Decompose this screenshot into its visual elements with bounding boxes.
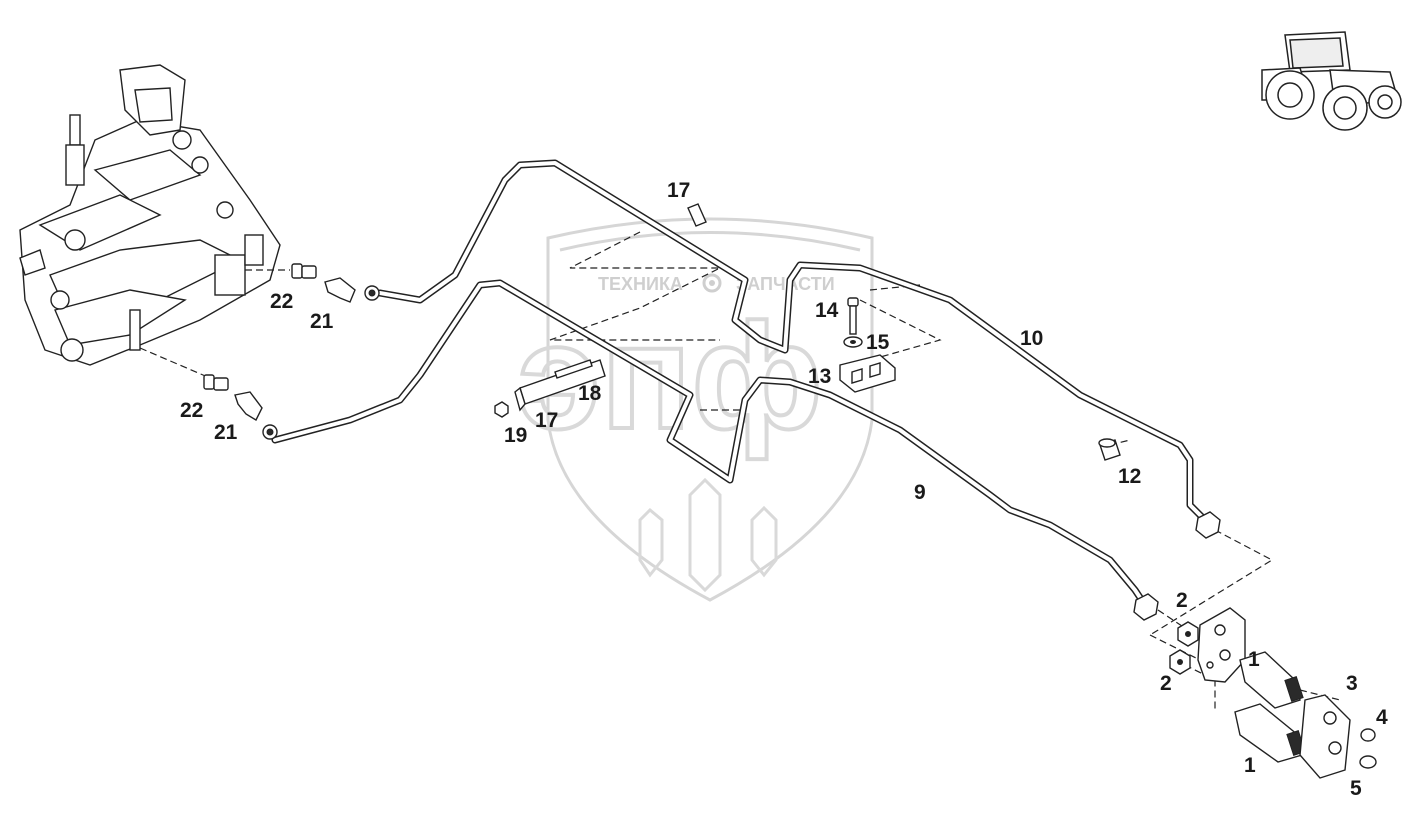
mounting-plate xyxy=(1197,607,1246,683)
clip-17-upper xyxy=(687,203,707,227)
watermark-logo: ТЕХНИКА ЗАПЧАСТИ эпф xyxy=(516,217,874,602)
nut-2-upper xyxy=(1177,621,1199,647)
dust-cap-5 xyxy=(1359,755,1377,769)
nut-2-lower xyxy=(1169,649,1191,675)
watermark-brand-left: ТЕХНИКА xyxy=(598,274,683,294)
elbow-21-upper xyxy=(324,277,380,303)
washer-15 xyxy=(843,336,863,348)
callout-3: 3 xyxy=(1346,672,1358,695)
adapter-22-upper xyxy=(291,263,317,279)
callout-22-upper: 22 xyxy=(270,290,293,313)
callout-17-lower: 17 xyxy=(535,409,558,432)
tractor-icon xyxy=(1261,31,1402,131)
control-valve-assembly xyxy=(19,64,281,366)
callout-14: 14 xyxy=(815,299,839,322)
callouts: 1 1 2 2 3 4 5 9 10 12 13 14 15 17 17 18 … xyxy=(180,179,1388,800)
callout-15: 15 xyxy=(866,331,890,354)
callout-19: 19 xyxy=(504,424,527,447)
callout-5: 5 xyxy=(1350,777,1362,800)
sleeve-12 xyxy=(1098,438,1121,461)
coupler-bracket-3 xyxy=(1299,694,1351,779)
bolt-14 xyxy=(847,297,859,335)
pipe-nut-9 xyxy=(1133,593,1159,621)
callout-2-upper: 2 xyxy=(1176,589,1188,612)
pipe-10 xyxy=(376,159,1209,524)
nut-19 xyxy=(494,401,509,418)
gear-icon xyxy=(702,273,722,293)
callout-21-upper: 21 xyxy=(310,310,334,333)
pipe-9 xyxy=(271,279,1149,609)
elbow-21-lower xyxy=(234,391,278,440)
clamp-13 xyxy=(839,354,896,393)
quick-coupler-1-upper xyxy=(1239,651,1304,709)
callout-10: 10 xyxy=(1020,327,1043,350)
callout-18: 18 xyxy=(578,382,602,405)
watermark-brand-right: ЗАПЧАСТИ xyxy=(736,274,835,294)
callout-22-lower: 22 xyxy=(180,399,203,422)
pipe-nut-10 xyxy=(1195,511,1221,539)
callout-9: 9 xyxy=(914,481,926,504)
callout-4: 4 xyxy=(1376,706,1388,729)
adapter-22-lower xyxy=(203,374,229,391)
callout-17-upper: 17 xyxy=(667,179,690,202)
dust-cap-4 xyxy=(1360,728,1376,742)
bolt-18 xyxy=(554,359,593,379)
callout-1-lower: 1 xyxy=(1244,754,1256,777)
callout-21-lower: 21 xyxy=(214,421,238,444)
callout-2-lower: 2 xyxy=(1160,672,1172,695)
callout-12: 12 xyxy=(1118,465,1141,488)
callout-13: 13 xyxy=(808,365,831,388)
callout-1-upper: 1 xyxy=(1248,648,1260,671)
